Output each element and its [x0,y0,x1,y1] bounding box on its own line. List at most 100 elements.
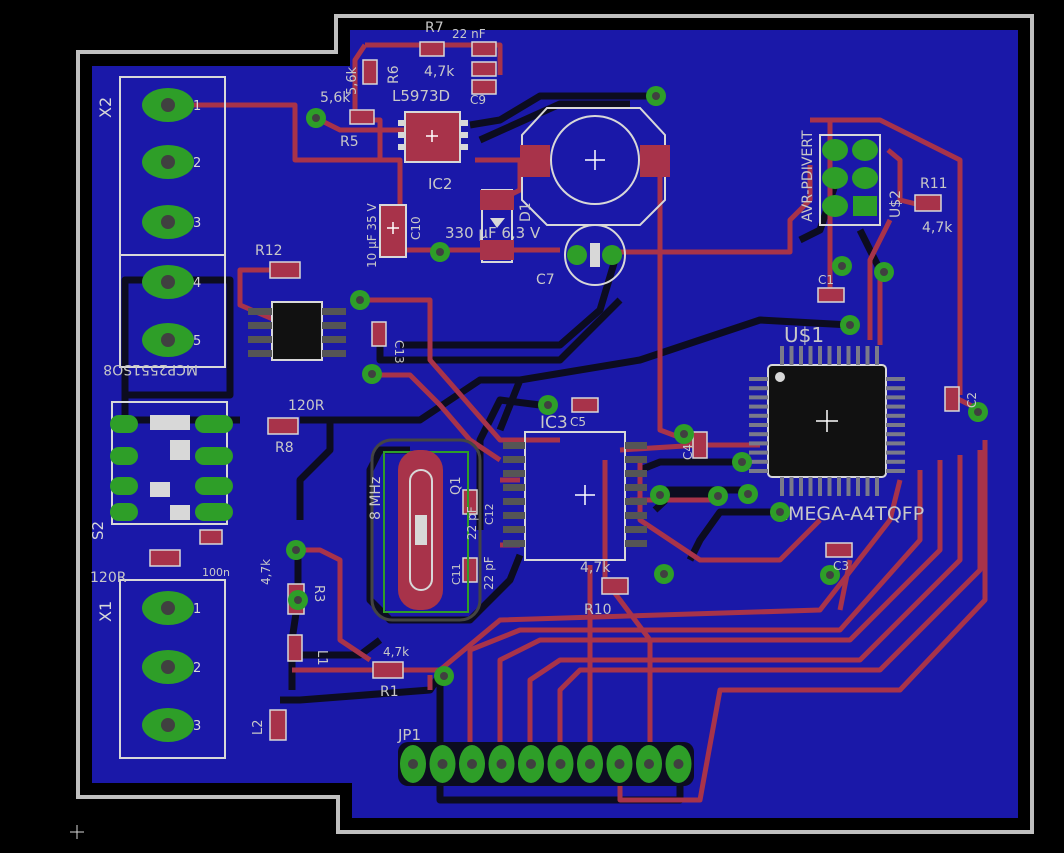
ic3-chip [524,431,626,561]
jp1-drill [496,759,507,769]
xmega-pin [827,346,832,365]
via-drill [656,491,664,499]
ic3-label: IC3 [540,413,568,433]
svg-text:3: 3 [193,216,201,231]
jp1-label: JP1 [397,726,421,744]
c4-label: C4 [681,444,695,460]
xmega-pin [749,441,768,446]
l5973d-label: L5973D [392,87,450,105]
via-drill [880,268,888,276]
xmega-pin [799,346,803,365]
xmega-pin [886,432,905,437]
xmega-pin [780,477,784,496]
jp1-drill [614,759,625,769]
q1-label: Q1 [449,476,464,495]
xmega-pin [827,477,832,496]
r6-label: R6 [386,65,402,84]
svg-text:1: 1 [193,99,201,114]
capacitor-c7-bulk [520,107,670,226]
c10-label: C10 [409,216,423,240]
r3-value: 4,7k [259,559,273,585]
xmega-pin [875,477,879,496]
xmega-pin [837,346,841,365]
svg-text:120R: 120R [288,398,325,414]
c10-value: 10 µF 35 V [365,202,379,268]
xmega-pin [749,395,768,400]
ic2-regulator [398,111,468,163]
bottom-traces [121,92,884,804]
xmega-pin [886,450,905,455]
xmega-pin [749,413,768,418]
dip-switch-s2 [110,401,233,525]
u1-label: U$1 [784,323,824,347]
xmega-pin [749,432,768,437]
c12-value: 22 pF [465,506,479,540]
via-drill [846,321,854,329]
xmega-pin [886,377,905,381]
capacitor-c7 [564,224,626,286]
s2-label: S2 [89,521,107,540]
via-drill [368,370,376,378]
via-drill [440,672,448,680]
xmega-pin [856,477,860,496]
u2-label: U$2 [888,190,904,218]
crystal-q1 [370,438,482,622]
xmega-pin [886,469,905,473]
xmega-pin [749,459,768,464]
xmega-pin [865,477,870,496]
c13-label: C13 [392,340,406,364]
via-drill [776,508,784,516]
xmega-pin [789,477,794,496]
via-drill [544,401,552,409]
terminal-block-x2 [119,76,226,368]
component-labels: R7 4,7k 22 nF C9 R5 5,6k R11 4,7k C1 C3 … [90,20,953,700]
svg-text:1: 1 [193,602,201,617]
svg-text:5,6k: 5,6k [320,90,351,106]
c11-label: C11 [450,563,463,585]
via-drill [312,114,320,122]
xmega-u1 [767,364,887,478]
xmega-pin [749,386,768,391]
jp1-drill [526,759,536,769]
xmega-pin [886,395,905,400]
svg-text:R12: R12 [255,243,283,259]
xmega-pin [749,450,768,455]
via-drill [838,262,846,270]
xmega-pin [818,346,822,365]
xmega-pin [749,423,768,427]
via-drill [652,92,660,100]
via-drill [826,571,834,579]
xmega-pins [749,346,905,496]
svg-text:R11: R11 [920,176,948,192]
svg-text:C1: C1 [818,273,834,287]
jp1-drill [644,759,654,769]
d1-label: D1 [518,202,534,222]
xmega-pin [818,477,822,496]
xmega-pin [749,377,768,381]
xmega-pin [780,346,784,365]
l1-label: L1 [314,650,329,666]
xmega-pin [749,404,768,409]
xmega-pin [856,346,860,365]
via-drill [714,492,722,500]
via-drill [292,546,300,554]
xmega-pin [846,346,851,365]
svg-text:3: 3 [193,719,201,734]
xmega-pin [808,477,813,496]
svg-text:C5: C5 [570,415,586,429]
l2-label: L2 [251,719,266,735]
vias [286,86,988,686]
xmega-pin [886,413,905,418]
avr-pdi-label: AVR-PDIVERT [800,130,816,222]
svg-text:R5: R5 [340,134,359,150]
terminal-pads [142,88,194,742]
jp1-drill [585,759,595,769]
c12-label: C12 [483,503,496,525]
mcp-label: MCP2551SO8 [103,361,198,377]
svg-text:120R: 120R [90,570,127,586]
board-outline [76,14,1034,834]
terminal-block-x1 [119,579,226,759]
jp1-drill [408,759,418,769]
svg-text:C9: C9 [470,93,486,107]
